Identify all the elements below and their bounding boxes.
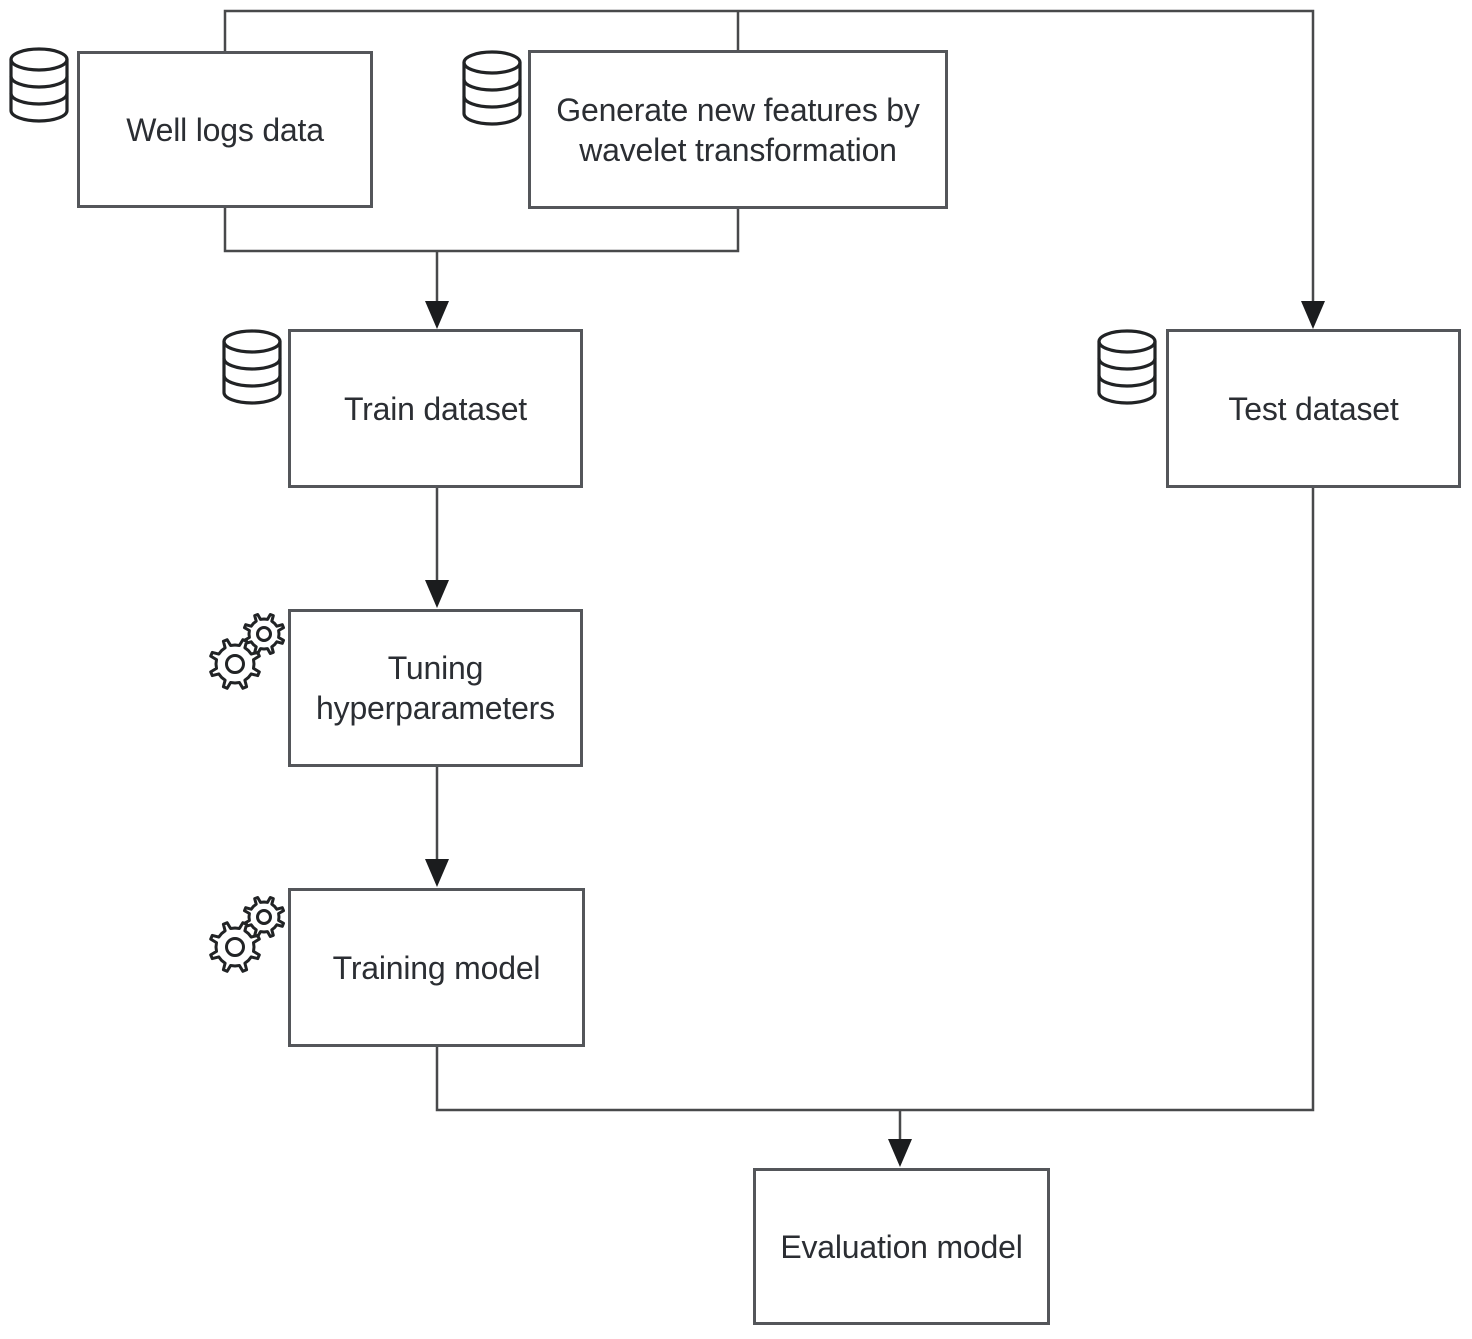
node-train-dataset: Train dataset: [288, 329, 583, 488]
node-test-dataset: Test dataset: [1166, 329, 1461, 488]
node-well-logs-data: Well logs data: [77, 51, 373, 208]
node-evaluation-model: Evaluation model: [753, 1168, 1050, 1325]
node-label: Test dataset: [1228, 390, 1399, 427]
node-label: hyperparameters: [316, 690, 555, 726]
edge-sources-to-test-dataset: [223, 9, 1315, 302]
node-label: Generate new features by: [556, 91, 920, 128]
edge-sources-merge-collector: [223, 208, 740, 253]
arrowhead-tuning: [425, 580, 449, 608]
node-training-model: Training model: [288, 888, 585, 1047]
node-label: Tuning: [387, 650, 484, 686]
database-icon: [9, 47, 69, 123]
arrowhead-train-dataset: [425, 301, 449, 329]
database-icon: [462, 50, 522, 126]
arrowhead-training-model: [425, 859, 449, 887]
edge-training-and-test-to-bottom: [435, 488, 1315, 1112]
node-label: Training model: [332, 949, 541, 986]
arrowhead-evaluation-model: [888, 1139, 912, 1167]
database-icon: [1097, 329, 1157, 405]
node-generate-new-features: Generate new features by wavelet transfo…: [528, 50, 948, 209]
node-label: Evaluation model: [780, 1228, 1023, 1265]
node-label: Well logs data: [126, 111, 324, 148]
gears-icon: [209, 896, 285, 973]
gears-icon: [209, 613, 285, 690]
node-tuning-hyperparameters: Tuning hyperparameters: [288, 609, 583, 767]
arrowhead-test-dataset: [1301, 301, 1325, 329]
node-label: Train dataset: [344, 390, 527, 427]
node-label: wavelet transformation: [579, 131, 897, 168]
database-icon: [222, 329, 282, 405]
